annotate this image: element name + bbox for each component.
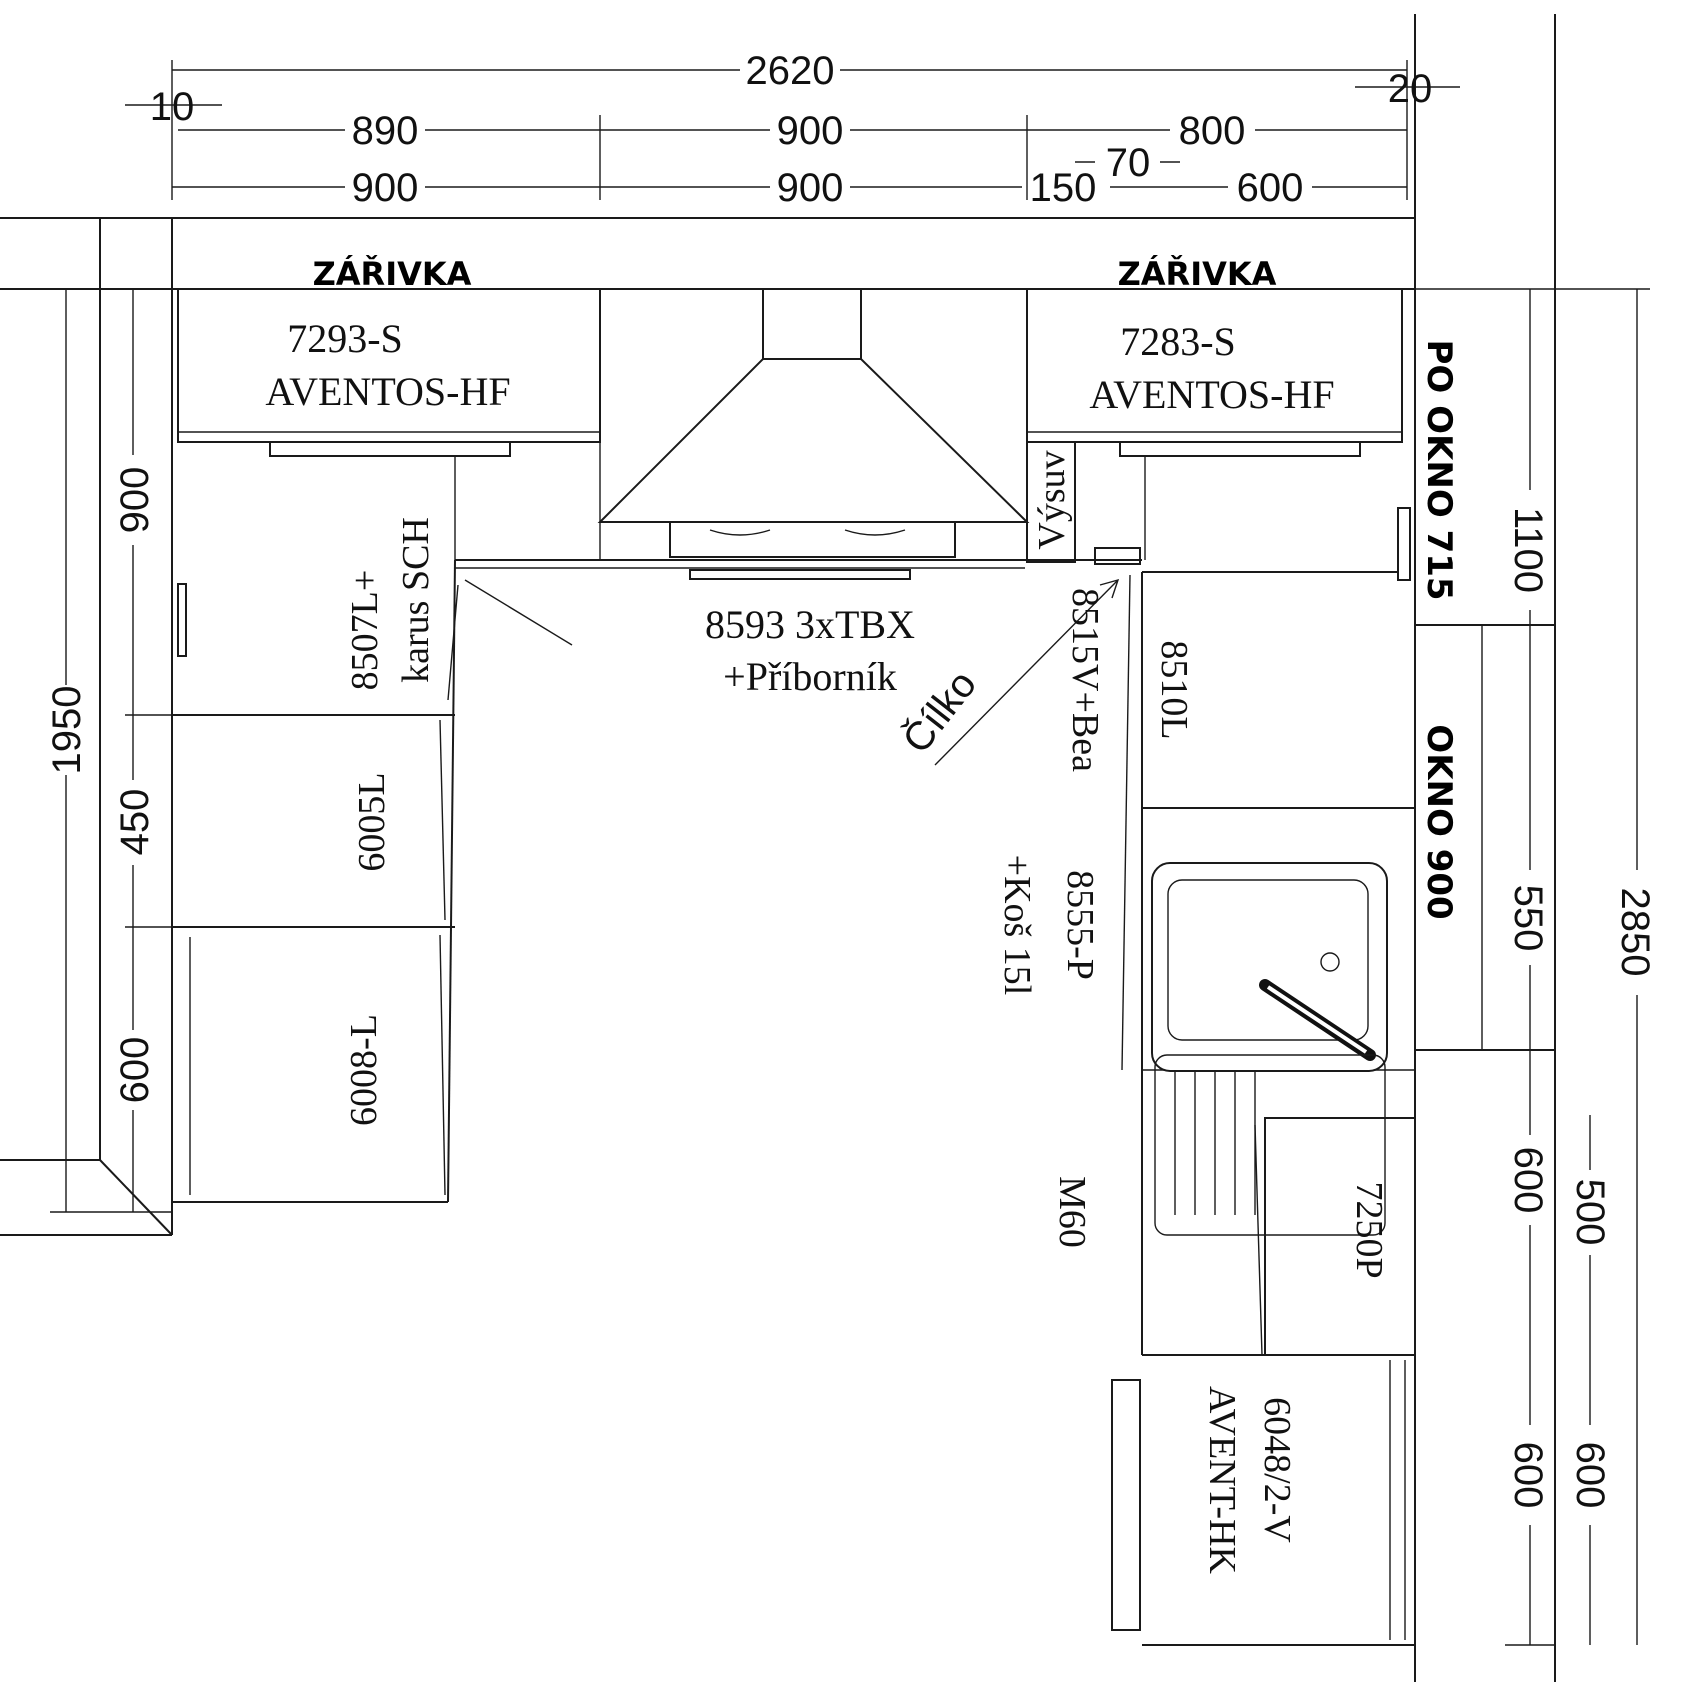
wall-cabinet-right-code: 7283-S	[1120, 319, 1236, 364]
base-8510-label: 8510L	[1153, 640, 1195, 739]
cabinet-6008-label: 6008-L	[343, 1014, 385, 1126]
left-dimensions: 1950 900 450 600	[45, 289, 172, 1213]
walls	[0, 14, 1556, 1682]
wall-cabinet-left-type: AVENTOS-HF	[265, 369, 510, 414]
dim-left-mid: 450	[113, 789, 157, 856]
dim-lower-gap: 150	[1030, 166, 1097, 210]
cabinet-7250-label: 7250P	[1348, 1181, 1390, 1278]
drawer-unit-label: 8593 3xTBX	[705, 602, 915, 647]
lamp-right-label: ZÁŘIVKA	[1118, 255, 1277, 293]
dim-right-600b: 600	[1506, 1442, 1550, 1509]
dim-right-550: 550	[1506, 885, 1550, 952]
tall-cabinet-label: 6048/2-V	[1256, 1397, 1298, 1543]
dim-total-width: 2620	[746, 49, 835, 93]
window-label: OKNO 900	[1419, 724, 1459, 919]
window-above-label: PO OKNO 715	[1419, 339, 1459, 600]
dim-lower-left: 900	[352, 166, 419, 210]
dim-right-offset: 20	[1388, 67, 1433, 111]
dim-left-offset: 10	[150, 85, 195, 129]
corner-left-label-1: 8507L+	[344, 570, 386, 691]
top-dimensions: 2620 10 20 890 900 800 70 900 900 150 60…	[125, 49, 1460, 210]
right-dimensions: 1100 550 600 600 500 600 2850	[1400, 288, 1657, 1646]
dim-right-total: 2850	[1613, 888, 1657, 977]
tall-cabinet-sublabel: AVENT-HK	[1201, 1386, 1243, 1574]
dim-right-1100: 1100	[1506, 507, 1550, 593]
dim-left-total: 1950	[45, 686, 89, 775]
m60-label: M60	[1051, 1176, 1093, 1248]
dim-gap-70: 70	[1106, 141, 1151, 185]
drawer-unit-sublabel: +Příborník	[723, 654, 897, 699]
base-counters	[172, 507, 1416, 1646]
range-hood	[597, 288, 1030, 580]
dim-lower-right: 600	[1237, 166, 1304, 210]
dim-upper-mid: 900	[777, 109, 844, 153]
dim-lower-mid: 900	[777, 166, 844, 210]
sink-cabinet-sublabel: +Koš 15l	[996, 855, 1038, 996]
sink	[1151, 862, 1388, 1236]
dim-right-600a: 600	[1506, 1147, 1550, 1214]
vysuv-label: Výsuv	[1031, 450, 1073, 549]
cabinet-6005-label: 6005L	[351, 772, 393, 871]
wall-cabinet-right-type: AVENTOS-HF	[1089, 372, 1334, 417]
wall-cabinets	[177, 288, 1403, 565]
dim-left-upper: 900	[113, 467, 157, 534]
dim-right-500: 500	[1568, 1179, 1612, 1246]
dim-right-600c: 600	[1568, 1442, 1612, 1509]
lamp-left-label: ZÁŘIVKA	[313, 255, 472, 293]
dim-upper-left: 890	[352, 109, 419, 153]
dim-left-lower: 600	[113, 1037, 157, 1104]
corner-right-label: 8515V+Bea	[1064, 588, 1106, 772]
cilko-label: Čílko	[894, 662, 986, 762]
cilko-arrow	[934, 578, 1120, 766]
corner-left-label-2: karus SCH	[395, 517, 437, 683]
dim-upper-right: 800	[1179, 109, 1246, 153]
wall-cabinet-left-code: 7293-S	[287, 316, 403, 361]
sink-cabinet-label: 8555-P	[1059, 870, 1101, 980]
